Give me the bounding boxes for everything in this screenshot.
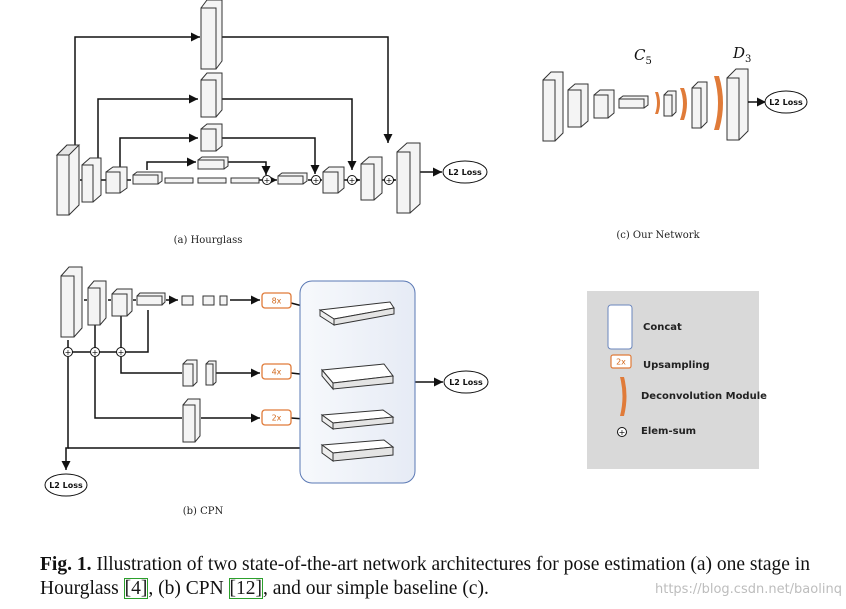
upsampling-badge: 2x xyxy=(261,409,292,426)
hourglass-block xyxy=(200,72,223,118)
feature-slab xyxy=(318,301,395,326)
hourglass-block xyxy=(200,0,223,70)
deconv-module-icon xyxy=(620,377,627,416)
svg-text:+: + xyxy=(313,176,320,185)
feature-slab xyxy=(320,409,395,430)
hourglass-block xyxy=(164,177,194,184)
c5-label: C5 xyxy=(634,46,652,67)
elem-sum-icon: + xyxy=(617,427,627,437)
hourglass-diagram: + + + + L2 Loss (a) Hourglass xyxy=(55,0,488,246)
upsampling-badge: 8x xyxy=(261,292,292,309)
hourglass-caption: (a) Hourglass xyxy=(174,235,243,246)
hourglass-block xyxy=(322,166,345,194)
figure-caption: Fig. 1. Illustration of two state-of-the… xyxy=(40,553,840,601)
hourglass-block xyxy=(277,172,308,185)
our-network-diagram: L2 Loss C5 D3 (c) Our Network xyxy=(542,44,808,241)
cpn-block xyxy=(202,295,215,306)
svg-text:8x: 8x xyxy=(272,297,282,306)
cpn-block xyxy=(182,359,198,387)
network-block xyxy=(663,90,677,117)
svg-text:4x: 4x xyxy=(272,368,282,377)
network-block xyxy=(618,95,649,109)
citation-link[interactable]: [4] xyxy=(123,578,149,599)
hourglass-block xyxy=(132,171,163,185)
svg-text:+: + xyxy=(619,428,626,437)
cpn-block xyxy=(219,295,228,306)
svg-text:+: + xyxy=(65,348,72,357)
upsampling-icon: 2x xyxy=(610,354,632,369)
upsampling-badge: 4x xyxy=(261,363,292,380)
hourglass-block xyxy=(105,166,128,194)
cpn-block xyxy=(87,280,107,326)
legend-upsampling-label: Upsampling xyxy=(643,360,710,371)
hourglass-block xyxy=(360,156,383,201)
cpn-block xyxy=(60,266,83,338)
cpn-caption: (b) CPN xyxy=(183,506,224,517)
elem-sum-node: + xyxy=(262,175,272,185)
legend: Concat 2x Upsampling Deconvolution Modul… xyxy=(587,291,767,469)
network-block xyxy=(593,89,615,119)
hourglass-block xyxy=(230,177,260,184)
cpn-block xyxy=(181,295,194,306)
l2-loss-label: L2 Loss xyxy=(449,378,483,387)
concat-icon xyxy=(607,304,633,350)
l2-loss-node xyxy=(442,160,488,184)
l2-loss-label: L2 Loss xyxy=(448,168,482,177)
feature-slab xyxy=(320,439,395,462)
elem-sum-node: + xyxy=(384,175,394,185)
svg-text:2x: 2x xyxy=(616,358,626,367)
svg-text:+: + xyxy=(264,176,271,185)
legend-concat-label: Concat xyxy=(643,322,682,333)
elem-sum-node: + xyxy=(311,175,321,185)
svg-text:+: + xyxy=(118,348,125,357)
elem-sum-node: + xyxy=(63,347,73,357)
cpn-block xyxy=(136,292,166,306)
l2-loss-label: L2 Loss xyxy=(49,481,83,490)
cpn-block xyxy=(205,360,217,386)
watermark: https://blog.csdn.net/baolinq xyxy=(655,582,842,597)
hourglass-block xyxy=(197,156,229,170)
svg-text:2x: 2x xyxy=(272,414,282,423)
l2-loss-node xyxy=(764,90,808,114)
elem-sum-node: + xyxy=(90,347,100,357)
caption-text: , and our simple baseline (c). xyxy=(263,578,489,599)
hourglass-block xyxy=(200,123,223,152)
cpn-diagram: 8x 4x 2x xyxy=(44,266,489,517)
citation-link[interactable]: [12] xyxy=(228,578,264,599)
deconv-module-icon xyxy=(714,76,723,130)
svg-text:+: + xyxy=(92,348,99,357)
network-block xyxy=(567,83,589,128)
hourglass-block xyxy=(55,144,81,216)
hourglass-block xyxy=(396,142,421,214)
svg-text:+: + xyxy=(349,176,356,185)
cpn-block xyxy=(182,398,201,443)
d3-label: D3 xyxy=(732,44,751,65)
feature-slab xyxy=(321,363,394,391)
network-block xyxy=(542,71,564,142)
l2-loss-node xyxy=(44,473,88,497)
caption-text: Illustration of two state-of-the-art net… xyxy=(40,554,811,599)
legend-deconv-label: Deconvolution Module xyxy=(641,391,767,402)
network-caption: (c) Our Network xyxy=(616,230,700,241)
elem-sum-node: + xyxy=(347,175,357,185)
network-block xyxy=(691,81,708,129)
l2-loss-label: L2 Loss xyxy=(769,98,803,107)
legend-elemsum-label: Elem-sum xyxy=(641,426,696,437)
deconv-module-icon xyxy=(680,88,687,120)
cpn-block xyxy=(111,288,133,317)
caption-text: , (b) CPN xyxy=(148,578,229,599)
elem-sum-node: + xyxy=(116,347,126,357)
hourglass-block xyxy=(81,157,102,203)
deconv-module-icon xyxy=(655,92,660,114)
figure-number: Fig. 1. xyxy=(40,554,92,575)
l2-loss-node xyxy=(443,370,489,394)
figure-diagram: + + + + L2 Loss (a) Hourglass xyxy=(44,0,808,517)
network-block xyxy=(726,68,749,141)
svg-text:+: + xyxy=(386,176,393,185)
hourglass-block xyxy=(197,177,227,184)
